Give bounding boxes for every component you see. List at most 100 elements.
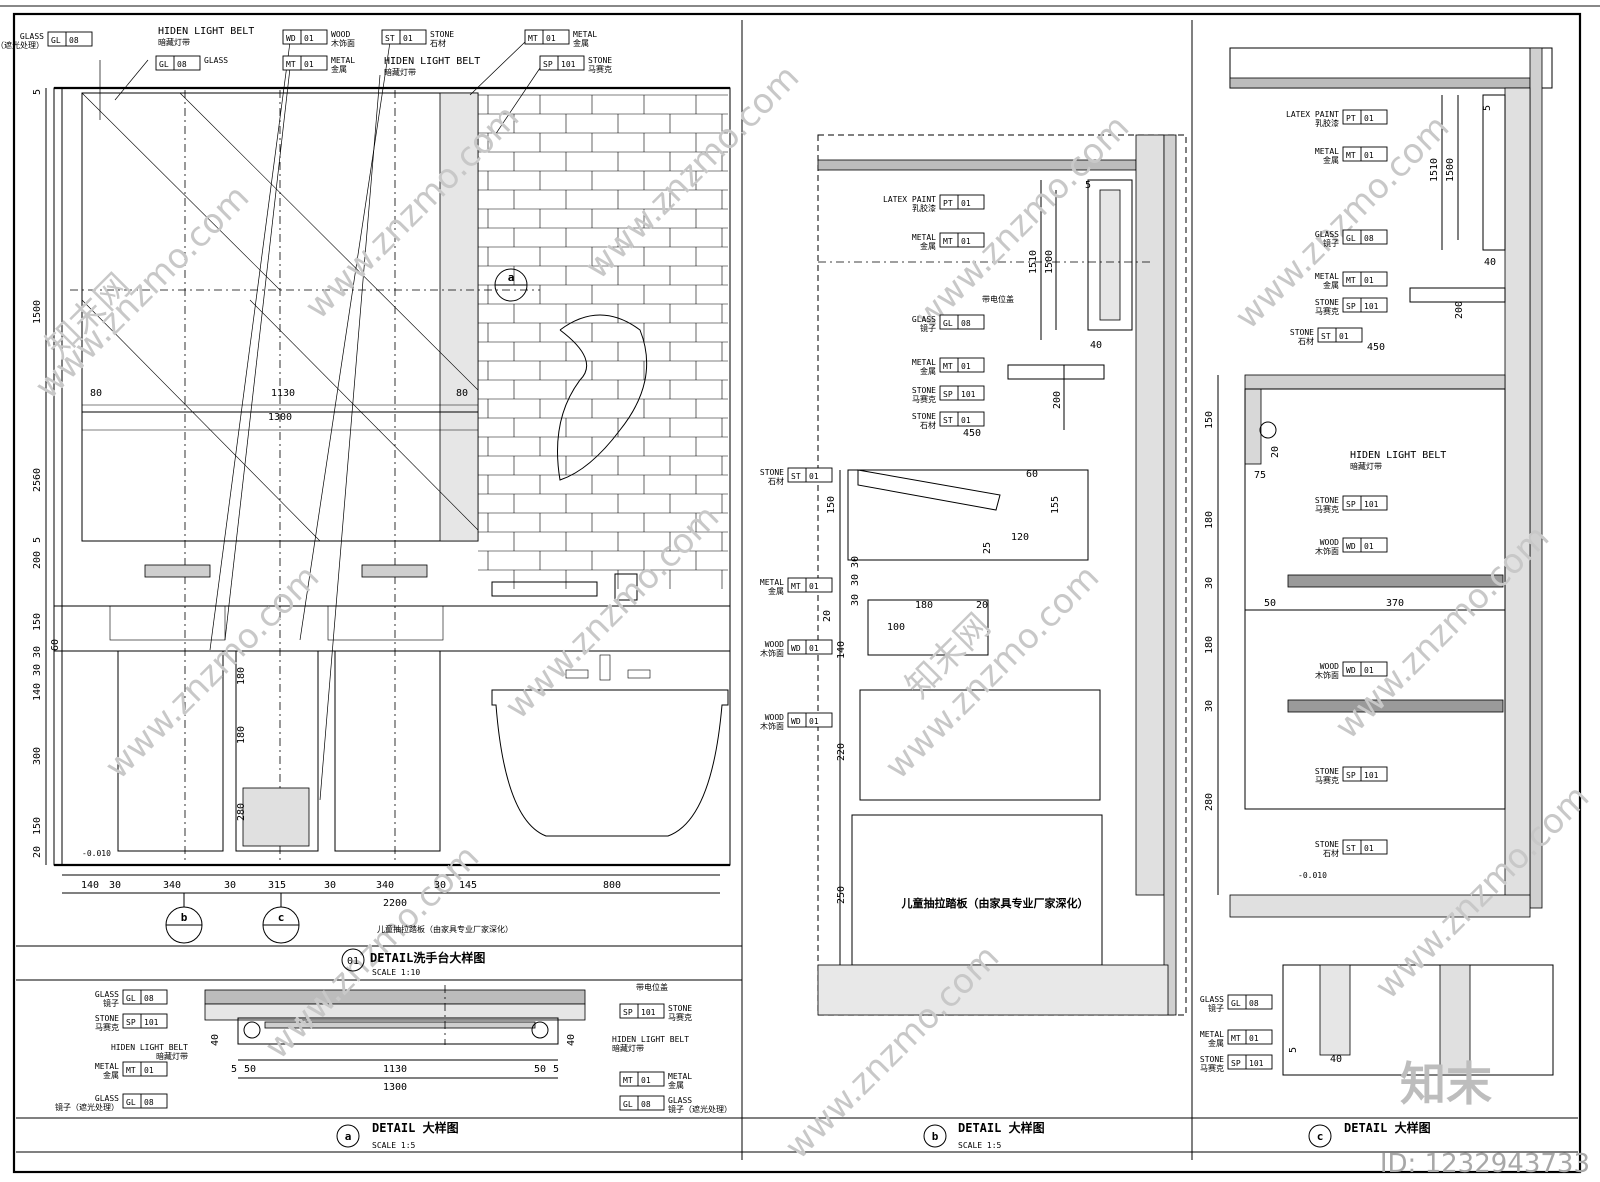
a-cavity [237, 1017, 559, 1045]
cabinet-right [334, 650, 441, 852]
tag-gl08-top-cn: 镜子（遮光处理） [0, 40, 44, 50]
dim-01-v-4: 30 [32, 646, 43, 658]
c-tag-sp101-3 [1342, 766, 1388, 782]
dim-01-htop-0: 80 [90, 388, 102, 399]
a-tag-sp101-cn: 马赛克 [95, 1022, 119, 1032]
dim-01-htop-1: 1130 [271, 388, 295, 399]
c-tag-gl08-b-en: GLASS [1200, 995, 1224, 1004]
c-tag-sp101-2-code: SP [1346, 500, 1356, 509]
c-wall-core [1529, 47, 1543, 909]
dim-01-vmid-0: 180 [236, 667, 247, 685]
c-dim-17: 5 [1288, 1047, 1299, 1053]
leader-belt-1 [114, 59, 149, 101]
dim-01-vmid-2: 280 [236, 803, 247, 821]
a-tag-sp101-r-cn: 马赛克 [668, 1012, 692, 1022]
c-dim-10: 50 [1264, 598, 1276, 609]
c-tag-mt01-b-code: MT [1231, 1034, 1241, 1043]
brand-logo-text: 知末 [1400, 1057, 1492, 1111]
b-tag-wd01-l-num: 01 [809, 644, 819, 653]
b-tag-st01-cn: 石材 [920, 420, 936, 430]
a-light-right [531, 1021, 549, 1039]
c-floor [1229, 894, 1531, 918]
a-light-belt-r: HIDEN LIGHT BELT [612, 1035, 689, 1044]
a-dim-total: 1300 [383, 1082, 407, 1093]
c-cabinet [1244, 388, 1506, 810]
dim-01-hbot-3: 30 [224, 880, 236, 891]
c-tag-sp101-b [1227, 1054, 1273, 1070]
c-title-marker [1308, 1124, 1332, 1148]
c-tag-pt01-cn: 乳胶漆 [1315, 118, 1339, 128]
c-tag-mt01-num: 01 [1364, 151, 1374, 160]
a-glass [264, 1021, 536, 1029]
b-dim-10: 30 [850, 556, 861, 568]
b-tag-mt01-2-cn: 金属 [920, 366, 936, 376]
b-tag-mt01-2-en: METAL [912, 358, 936, 367]
c-dim-11: 370 [1386, 598, 1404, 609]
b-tag-st01-l-num: 01 [809, 472, 819, 481]
b-dim-16: 140 [836, 641, 847, 659]
b-dim-7: 120 [1011, 532, 1029, 543]
tag-st01-code: ST [385, 34, 395, 43]
b-shelf [1007, 364, 1105, 380]
b-tag-mt01-en: METAL [912, 233, 936, 242]
cabinet-middle [235, 650, 319, 852]
tub-tap-2 [627, 669, 651, 679]
tub-spout [599, 654, 611, 681]
a-tag-gl08-cn: 镜子 [103, 998, 119, 1008]
a-tag-sp101-r-num: 101 [641, 1008, 656, 1017]
a-tag-sp101-r-code: SP [623, 1008, 633, 1017]
dim-01-v-6: 140 [32, 683, 43, 701]
b-dim-14: 180 [915, 600, 933, 611]
c-wall-finish [1504, 87, 1531, 909]
tag-mt01-right-en: METAL [573, 30, 597, 39]
c-dim-15: 5 [1482, 105, 1493, 111]
tag-gl08-second-code: GL [159, 60, 169, 69]
b-title-marker [923, 1124, 947, 1148]
step-stool [242, 787, 310, 847]
b-tag-mt01-cn: 金属 [920, 241, 936, 251]
dim-01-v-10: 5 [32, 89, 43, 95]
a-tag-sp101-code: SP [126, 1018, 136, 1027]
c-tag-st01-2-num: 01 [1364, 844, 1374, 853]
a-light-belt-l: HIDEN LIGHT BELT [111, 1043, 188, 1052]
c-tag-pt01-num: 01 [1364, 114, 1374, 123]
c-tag-st01-code: ST [1321, 332, 1331, 341]
c-tag-sp101-b-en: STONE [1200, 1055, 1224, 1064]
c-dim-12: 180 [1204, 636, 1215, 654]
c-tag-wd01-2-en: WOOD [1320, 662, 1339, 671]
tag-sp101-code: SP [543, 60, 553, 69]
b-tag-mt01-l-num: 01 [809, 582, 819, 591]
tag-st01-en: STONE [430, 30, 454, 39]
tag-mt01-right [524, 29, 570, 45]
c-dim-8: 180 [1204, 511, 1215, 529]
b-tag-wd01-l2-num: 01 [809, 717, 819, 726]
light-belt-cn-1: 暗藏灯带 [158, 37, 190, 47]
leader-sp [494, 67, 541, 136]
tag-wd01-cn: 木饰面 [331, 38, 355, 48]
b-tag-wd01-l-code: WD [791, 644, 801, 653]
b-tag-pt01 [939, 194, 985, 210]
b-dim-9: 150 [826, 496, 837, 514]
c-title-letter: c [1317, 1130, 1324, 1143]
a-dim-1: 50 [244, 1064, 256, 1075]
dim-01-hbot-0: 140 [81, 880, 99, 891]
cabinet-left [117, 650, 224, 852]
b-tag-mt01-l [787, 577, 833, 593]
c-shelf-wood-2 [1287, 699, 1504, 713]
c-tag-sp101 [1342, 297, 1388, 313]
title-01-number: 01 [347, 956, 359, 967]
a-dim-4: 5 [553, 1064, 559, 1075]
glass-hatch-2 [179, 92, 479, 391]
a-tag-gl08 [122, 989, 168, 1005]
dim-01-vmid-1: 180 [236, 726, 247, 744]
c-tag-sp101-b-num: 101 [1249, 1059, 1264, 1068]
dim-01-hbot-8: 145 [459, 880, 477, 891]
b-dim-18: 250 [836, 886, 847, 904]
a-tag-gl08-b-en: GLASS [95, 1094, 119, 1103]
a-tag-mt01-code: MT [126, 1066, 136, 1075]
section-a-letter: a [508, 271, 515, 284]
c-tag-wd01 [1342, 537, 1388, 553]
c-tag-st01-2-cn: 石材 [1323, 848, 1339, 858]
c-inset-wall [1439, 964, 1471, 1076]
